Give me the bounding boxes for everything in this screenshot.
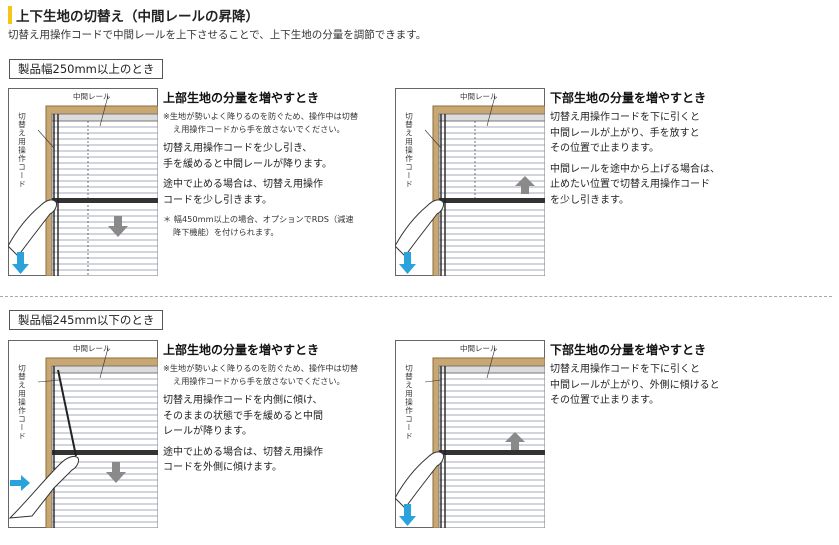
panel-paragraph: そのままの状態で手を緩めると中間 xyxy=(163,410,323,422)
middle-rail-label: 中間レール xyxy=(460,344,498,353)
panel-note: ※生地が勢いよく降りるのを防ぐため、操作中は切替え用操作コードから手を放さないで… xyxy=(163,111,359,134)
panel-paragraph: 切替え用操作コードを内側に傾け、 xyxy=(163,395,323,406)
panel-heading: 下部生地の分量を増やすとき xyxy=(550,91,707,105)
illustration-wide-raise-upper: 中間レール 切替え用操作コード xyxy=(8,88,158,276)
panel-narrow-raise-upper: 上部生地の分量を増やすとき ※生地が勢いよく降りるのを防ぐため、操作中は切替え用… xyxy=(163,341,359,481)
panel-narrow-raise-lower: 下部生地の分量を増やすとき 切替え用操作コードを下に引くと 中間レールが上がり、… xyxy=(550,341,746,414)
cord-label: 切替え用操作コード xyxy=(404,364,414,441)
panel-paragraph: コードを少し引きます。 xyxy=(163,194,272,206)
panel-paragraph: 手を緩めると中間レールが降ります。 xyxy=(163,158,332,170)
panel-paragraph: 中間レールが上がり、手を放すと xyxy=(550,127,700,139)
panel-paragraph: 途中で止める場合は、切替え用操作 xyxy=(163,446,323,458)
cord-label: 切替え用操作コード xyxy=(404,112,414,189)
middle-rail-label: 中間レール xyxy=(73,344,111,353)
panel-paragraph: 切替え用操作コードを下に引くと xyxy=(550,364,700,375)
section-divider xyxy=(0,296,832,297)
panel-paragraph: を少し引きます。 xyxy=(550,194,629,206)
panel-paragraph: その位置で止まります。 xyxy=(550,143,659,154)
section-tag-narrow: 製品幅245mm以下のとき xyxy=(9,310,164,330)
panel-paragraph: 中間レールが上がり、外側に傾けると xyxy=(550,379,720,391)
title-accent-bar xyxy=(8,6,12,24)
panel-paragraph: レールが降ります。 xyxy=(163,426,252,437)
panel-wide-raise-upper: 上部生地の分量を増やすとき ※生地が勢いよく降りるのを防ぐため、操作中は切替え用… xyxy=(163,89,359,244)
panel-paragraph: 切替え用操作コードを少し引き、 xyxy=(163,143,313,154)
middle-rail-label: 中間レール xyxy=(73,92,111,101)
panel-paragraph: その位置で止まります。 xyxy=(550,395,659,406)
panel-wide-raise-lower: 下部生地の分量を増やすとき 切替え用操作コードを下に引くと 中間レールが上がり、… xyxy=(550,89,746,213)
panel-paragraph: 途中で止める場合は、切替え用操作 xyxy=(163,179,323,190)
middle-rail-label: 中間レール xyxy=(460,92,498,101)
cord-label: 切替え用操作コード xyxy=(17,112,27,189)
panel-heading: 下部生地の分量を増やすとき xyxy=(550,343,707,357)
page-title: 上下生地の切替え（中間レールの昇降） xyxy=(16,9,259,25)
panel-paragraph: コードを外側に傾けます。 xyxy=(163,462,282,473)
panel-heading: 上部生地の分量を増やすとき xyxy=(163,91,320,105)
panel-paragraph: 切替え用操作コードを下に引くと xyxy=(550,112,700,123)
section-tag-wide: 製品幅250mm以上のとき xyxy=(9,59,164,79)
illustration-wide-raise-lower: 中間レール 切替え用操作コード xyxy=(395,88,545,276)
panel-paragraph: 中間レールを途中から上げる場合は、 xyxy=(550,163,720,175)
cord-label: 切替え用操作コード xyxy=(17,364,27,441)
panel-heading: 上部生地の分量を増やすとき xyxy=(163,343,320,357)
panel-note: ※生地が勢いよく降りるのを防ぐため、操作中は切替え用操作コードから手を放さないで… xyxy=(163,363,359,386)
illustration-narrow-raise-lower: 中間レール 切替え用操作コード xyxy=(395,340,545,528)
panel-footnote: ＊ 幅450mm以上の場合、オプションでRDS（減速降下機能）を付けられます。 xyxy=(163,214,354,237)
panel-paragraph: 止めたい位置で切替え用操作コード xyxy=(550,179,710,190)
page-subtitle: 切替え用操作コードで中間レールを上下させることで、上下生地の分量を調節できます。 xyxy=(8,29,427,41)
illustration-narrow-raise-upper: 中間レール 切替え用操作コード xyxy=(8,340,158,528)
